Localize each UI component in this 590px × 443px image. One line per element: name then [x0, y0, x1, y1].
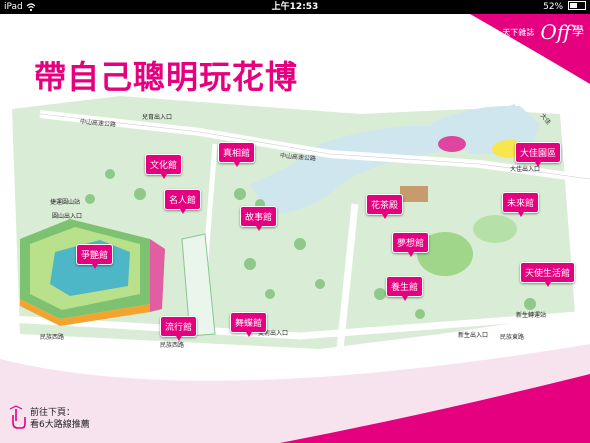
brand-small-text: 天下雜誌: [502, 28, 535, 37]
pop-building: [181, 233, 216, 337]
pin-angel-pavilion[interactable]: 天使生活館: [520, 262, 576, 287]
entrance-yuanshan: 圓山出入口: [52, 213, 83, 220]
entrance-meishu: 美術出入口: [258, 330, 289, 337]
pin-tea-pavilion[interactable]: 花茶殿: [366, 194, 404, 219]
future-building: [473, 215, 517, 243]
page-title: 帶自己聰明玩花博: [34, 58, 299, 96]
clock: 上午12:53: [271, 2, 319, 12]
xinsheng-road: [336, 203, 359, 350]
brand-off-logo: Off: [540, 20, 571, 44]
pin-story-pavilion[interactable]: 故事館: [240, 206, 278, 231]
swipe-hand-icon: [9, 405, 26, 429]
next-page-hint[interactable]: 前往下頁： 看6大路線推薦: [8, 405, 90, 435]
tap-hand-icon: [568, 405, 581, 429]
bottom-swoosh-accent: [280, 374, 590, 443]
road-label-minzu-east: 民族東路: [500, 334, 525, 341]
minzu-road: [9, 310, 590, 340]
dream-building: [417, 232, 473, 276]
next-page-line1: 前往下頁：: [30, 408, 76, 418]
entrance-yuanshan-station: 捷運圓山站: [50, 199, 81, 206]
battery: 52%: [543, 0, 586, 14]
pin-contend-pavilion[interactable]: 爭艷館: [76, 244, 114, 269]
wifi-icon: [26, 3, 36, 12]
pin-health-pavilion[interactable]: 養生館: [386, 276, 424, 301]
dajia-flower-1: [438, 136, 466, 152]
brand-logo: 天下雜誌 Off學: [502, 20, 584, 44]
pin-dream-pavilion[interactable]: 夢想館: [392, 232, 430, 257]
stadium-building: [20, 219, 165, 326]
pin-truth-pavilion[interactable]: 真相館: [218, 142, 256, 167]
road-label-minzu-west: 民族西路: [40, 334, 65, 341]
trees: [85, 169, 536, 319]
next-page-line2: 看6大路線推薦: [30, 420, 90, 430]
tap-hint-line2: 看圖片故事: [516, 420, 562, 430]
battery-icon: [568, 1, 586, 10]
entrance-xinsheng-bridge: 新生轉運站: [516, 312, 547, 319]
brand-suffix: 學: [571, 24, 584, 38]
tap-hint-line1: 點擊展館: [525, 408, 562, 418]
pin-future-pavilion[interactable]: 未來館: [502, 192, 540, 217]
corner-decoration-top: [470, 14, 590, 84]
entrance-children-park: 兒育出入口: [142, 114, 173, 121]
entrance-xinsheng: 新生出入口: [458, 332, 489, 339]
pin-dance-pavilion[interactable]: 舞蝶館: [230, 312, 268, 337]
tea-house: [400, 186, 428, 202]
pin-pop-pavilion[interactable]: 流行館: [160, 316, 198, 341]
battery-percent: 52%: [543, 2, 564, 12]
road-label-minzu-west-2: 民族西路: [160, 342, 185, 349]
entrance-dajia: 大佳出入口: [510, 166, 541, 173]
pin-celebrity-pavilion[interactable]: 名人館: [164, 189, 202, 214]
status-bar: iPad 上午12:53 52%: [0, 0, 590, 14]
device-label: iPad: [4, 2, 23, 12]
pin-culture-pavilion[interactable]: 文化館: [145, 154, 183, 179]
pin-dajia-park[interactable]: 大佳園區: [515, 142, 562, 167]
